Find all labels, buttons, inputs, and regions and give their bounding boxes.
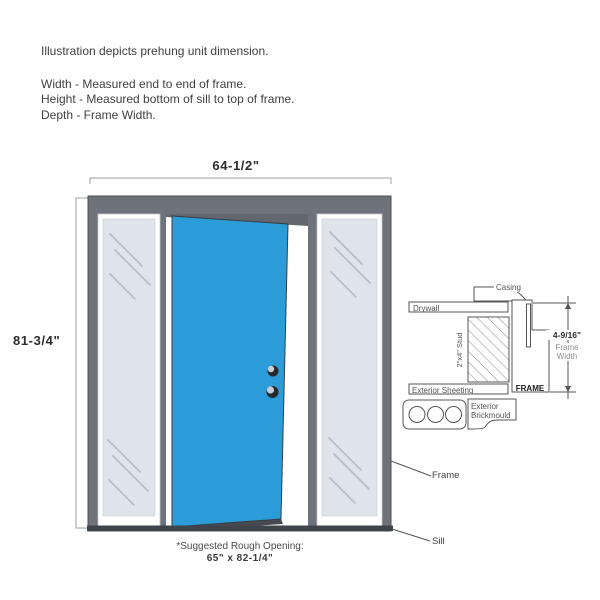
frame-callout-label: Frame [432, 470, 460, 481]
width-dimension-line [89, 177, 392, 184]
exterior-sheeting-label: Exterior Sheeting [412, 386, 474, 395]
dimension-definitions: Width - Measured end to end of frame. He… [41, 77, 294, 123]
left-glass-reflections [107, 233, 151, 506]
stud-label: 2"x4" Stud [455, 332, 464, 368]
illustration-note: Illustration depicts prehung unit dimens… [41, 44, 269, 58]
rough-opening-value: 65" x 82-1/4" [206, 553, 274, 564]
dim-arrow-up [564, 303, 572, 309]
frame-leader-line [390, 460, 432, 477]
stud-hatch [467, 316, 510, 383]
height-dimension-label: 81-3/4" [13, 333, 61, 348]
right-glass-reflections [328, 231, 371, 504]
door-handle [266, 386, 279, 398]
drywall-bar [408, 301, 509, 313]
height-definition: Height - Measured bottom of sill to top … [41, 92, 295, 107]
brickmould-reed [445, 406, 462, 423]
cross-section-detail [402, 286, 550, 430]
casing-label: Casing [494, 283, 523, 292]
frame-kerf-slot [526, 303, 531, 348]
frame-section-label: FRAME [515, 384, 545, 393]
rough-opening-title: *Suggested Rough Opening: [176, 541, 304, 552]
brickmould-reed [427, 406, 444, 423]
brickmould-label-tab [467, 398, 517, 430]
drywall-label: Drywall [413, 304, 440, 313]
door-panel [171, 215, 289, 528]
exterior-brickmould-label: Exterior Brickmould [471, 402, 511, 420]
width-dimension-label: 64-1/2" [212, 158, 260, 173]
left-sidelight-glass [102, 218, 156, 517]
height-dimension-line [75, 197, 88, 529]
right-sidelight-glass [321, 218, 378, 517]
brickmould-reed [408, 406, 426, 423]
right-sidelight [316, 213, 383, 527]
exterior-sheeting-bar [408, 383, 509, 395]
sill [87, 525, 393, 531]
frame-width-value: 4-9/16" [546, 330, 588, 340]
left-sidelight [97, 213, 161, 527]
door-unit [87, 195, 393, 532]
sill-leader-line [391, 528, 431, 542]
dim-arrow-down [564, 386, 572, 392]
frame-width-caption: Frame Width [551, 343, 583, 361]
width-definition: Width - Measured end to end of frame. [41, 77, 247, 91]
depth-definition: Depth - Frame Width. [41, 107, 156, 122]
deadbolt [267, 365, 279, 377]
sill-callout-label: Sill [432, 536, 445, 547]
